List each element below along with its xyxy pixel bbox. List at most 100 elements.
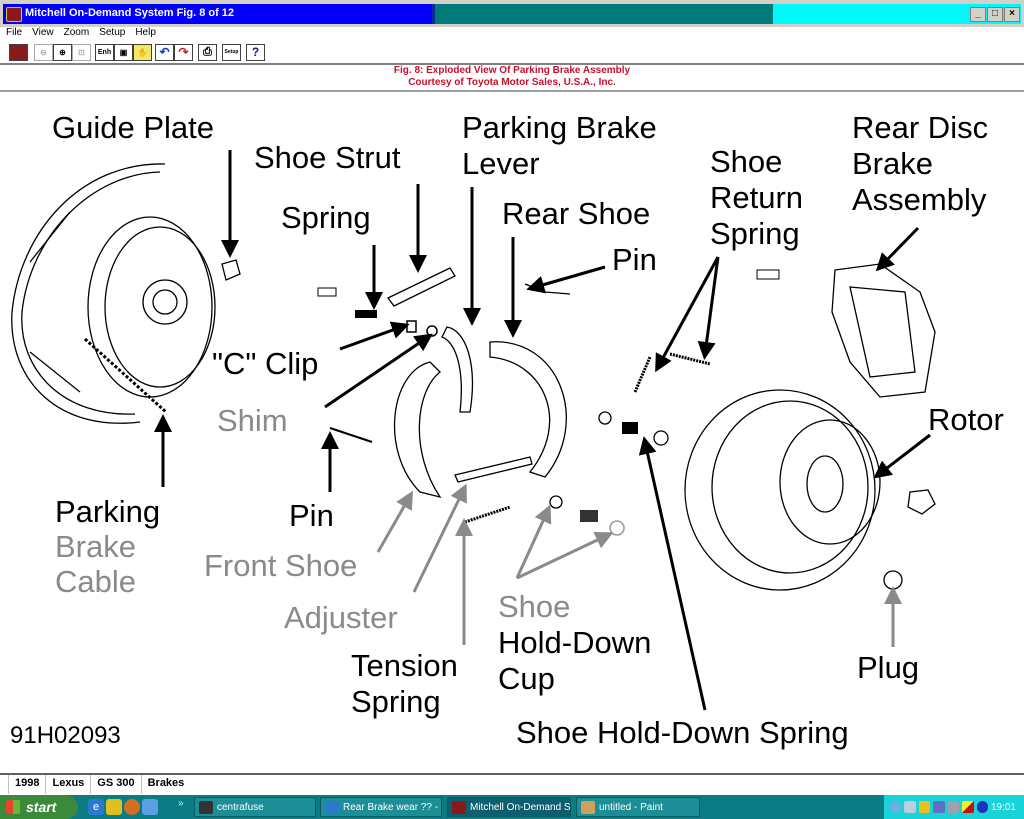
help-icon: ?	[251, 45, 260, 59]
cup-part-4	[609, 520, 625, 536]
outlook-icon[interactable]	[142, 799, 158, 815]
minimize-button[interactable]: _	[970, 7, 986, 22]
back-button[interactable]: ↶	[155, 44, 174, 61]
label-parking-brake-lever-2: Lever	[462, 146, 540, 181]
ie-icon[interactable]: e	[88, 799, 104, 815]
mitchell-icon	[452, 801, 466, 814]
label-front-shoe: Front Shoe	[204, 548, 358, 583]
maximize-button[interactable]: □	[987, 7, 1003, 22]
task-rear-brake-wear[interactable]: Rear Brake wear ?? - ...	[320, 797, 442, 817]
centrafuse-icon	[199, 801, 213, 814]
status-section: Brakes	[140, 775, 191, 794]
help-button[interactable]: ?	[246, 44, 265, 61]
status-year: 1998	[8, 775, 45, 794]
tension-spring-part	[464, 505, 511, 524]
close-button[interactable]: ×	[1004, 7, 1020, 22]
label-shoe-strut: Shoe Strut	[254, 140, 401, 175]
backing-plate-drawing	[11, 163, 216, 424]
start-label: start	[26, 799, 57, 815]
label-rear-shoe: Rear Shoe	[502, 196, 651, 231]
title-bar[interactable]: Mitchell On-Demand System Fig. 8 of 12 _…	[0, 0, 1024, 27]
caption-credit: Courtesy of Toyota Motor Sales, U.S.A., …	[408, 77, 616, 88]
hand-button[interactable]: ✋	[133, 44, 152, 61]
rotor-part	[684, 389, 881, 591]
setup-button[interactable]: Setup	[222, 44, 241, 61]
cup-part	[598, 411, 612, 425]
task-label: centrafuse	[217, 802, 264, 813]
label-shoe-return-spring-3: Spring	[710, 216, 800, 251]
exploded-diagram: Guide Plate Shoe Strut Spring Parking Br…	[0, 92, 1024, 772]
status-model: GS 300	[90, 775, 140, 794]
caliper-bolt-part	[756, 269, 780, 280]
network-icon[interactable]	[890, 801, 902, 813]
exit-button[interactable]: ■	[9, 44, 28, 61]
menu-help[interactable]: Help	[135, 27, 156, 38]
label-rear-disc-brake-3: Assembly	[852, 182, 987, 217]
menu-view[interactable]: View	[32, 27, 54, 38]
tray-app-icon[interactable]	[904, 801, 916, 813]
app-icon[interactable]	[6, 7, 22, 22]
arrow-front-shoe	[376, 490, 413, 553]
label-shoe-hold-down-cup-3: Cup	[498, 661, 555, 696]
system-tray: 19:01	[884, 795, 1024, 819]
diagram-drawing	[11, 150, 936, 711]
label-parking-brake-cable-3: Cable	[55, 564, 136, 599]
label-parking-brake-cable: Parking	[55, 494, 161, 529]
menu-setup[interactable]: Setup	[99, 27, 126, 38]
cup-part-2	[653, 430, 669, 446]
enhance-button[interactable]: Enh	[95, 44, 114, 61]
task-paint[interactable]: untitled - Paint	[576, 797, 700, 817]
rear-shoe-part	[489, 341, 567, 478]
exit-icon: ■	[16, 48, 21, 57]
ie-icon	[325, 801, 339, 814]
tray-color-icon[interactable]	[962, 801, 974, 813]
label-tension-spring: Tension	[351, 648, 458, 683]
menu-zoom[interactable]: Zoom	[63, 27, 90, 38]
menu-bar: File View Zoom Setup Help	[0, 27, 1024, 41]
bluetooth-icon[interactable]	[976, 801, 988, 813]
front-shoe-part	[393, 361, 442, 499]
firefox-icon[interactable]	[124, 799, 140, 815]
title-bar-fill-cyan	[773, 4, 1021, 24]
label-shoe-hold-down-cup-2: Hold-Down	[498, 625, 652, 660]
toolbar: ■ ⊖ ⊕ ⊡ Enh ▣ ✋ ↶ ↷ ⎙ Setup ?	[0, 41, 1024, 65]
return-spring-part-2	[669, 352, 711, 366]
arrow-cup-1	[515, 504, 552, 579]
label-tension-spring-2: Spring	[351, 684, 441, 719]
window-title: Mitchell On-Demand System Fig. 8 of 12	[25, 7, 235, 19]
zoom-in-button[interactable]: ⊕	[53, 44, 72, 61]
cup-part-3	[549, 495, 563, 509]
volume-icon[interactable]	[947, 801, 960, 813]
quicklaunch-overflow[interactable]: »	[178, 798, 184, 809]
zoom-in-icon: ⊕	[59, 48, 66, 57]
clock[interactable]: 19:01	[990, 801, 1016, 813]
messenger-icon[interactable]	[106, 799, 122, 815]
label-adjuster: Adjuster	[284, 600, 398, 635]
zoom-fit-button[interactable]: ⊡	[72, 44, 91, 61]
security-shield-icon[interactable]	[918, 801, 931, 813]
zoom-out-button[interactable]: ⊖	[34, 44, 53, 61]
label-parking-brake-lever: Parking Brake	[462, 110, 657, 145]
print-button[interactable]: ⎙	[198, 44, 217, 61]
label-guide-plate: Guide Plate	[52, 110, 214, 145]
title-bar-marker	[432, 4, 435, 24]
menu-file[interactable]: File	[6, 27, 23, 38]
task-centrafuse[interactable]: centrafuse	[194, 797, 316, 817]
lever-part	[441, 326, 474, 413]
forward-button[interactable]: ↷	[174, 44, 193, 61]
figure-id: 91H02093	[10, 722, 121, 749]
zoom-out-icon: ⊖	[40, 48, 47, 57]
arrow-adjuster	[412, 483, 467, 593]
c-clip-part	[406, 320, 417, 333]
parking-cable-part	[83, 337, 168, 414]
label-shoe-return-spring: Shoe	[710, 144, 783, 179]
start-button[interactable]: start	[0, 795, 78, 819]
connection-icon[interactable]	[933, 801, 945, 813]
bolt-part	[317, 287, 337, 297]
title-bar-fill	[3, 4, 433, 24]
window-button[interactable]: ▣	[114, 44, 133, 61]
label-c-clip: "C" Clip	[212, 346, 319, 381]
task-mitchell[interactable]: Mitchell On-Demand S...	[447, 797, 571, 817]
arrow-rotor	[873, 433, 931, 479]
label-shim: Shim	[217, 403, 288, 438]
